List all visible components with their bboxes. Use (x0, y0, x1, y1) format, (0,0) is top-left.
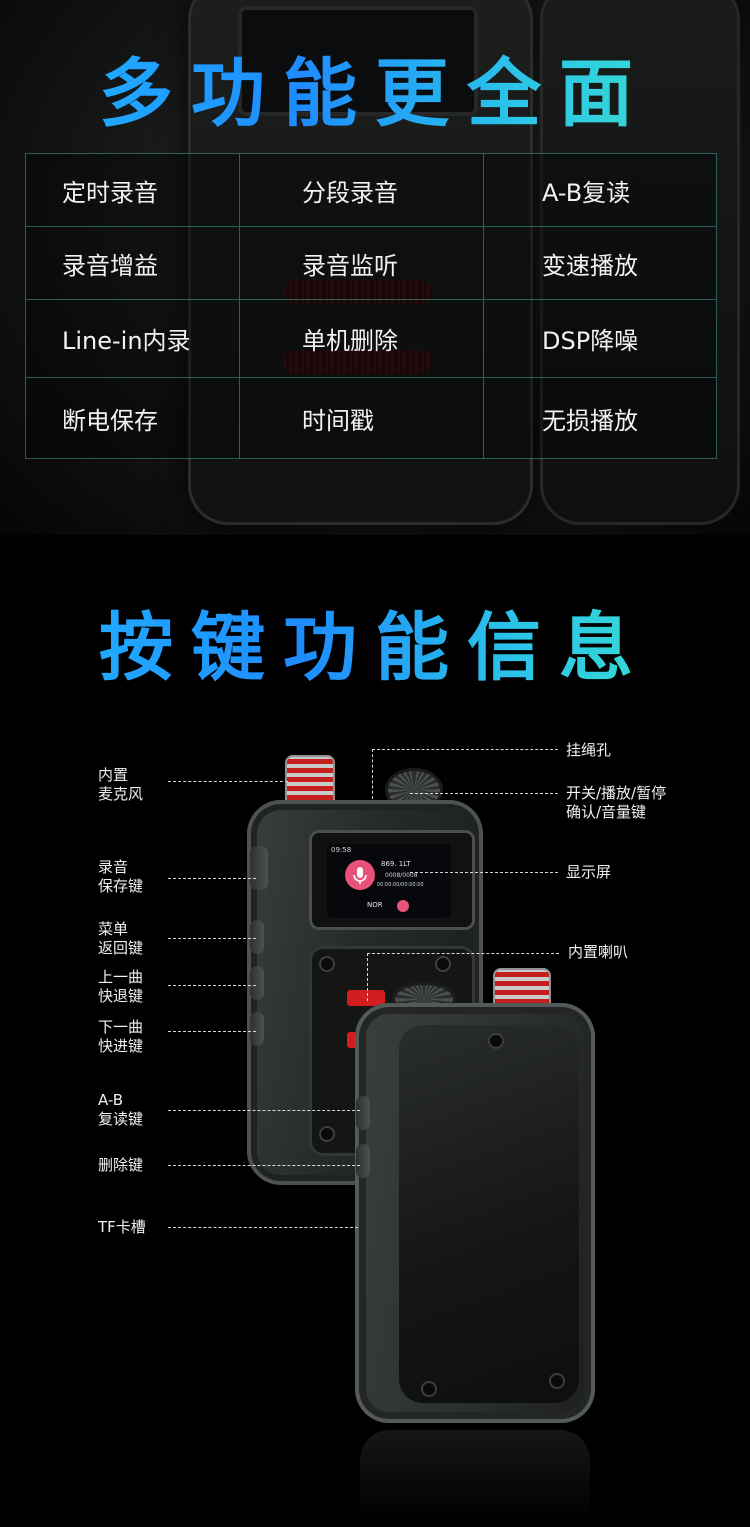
callout-tf-slot: TF卡槽 (98, 1218, 146, 1237)
callout-speaker: 内置喇叭 (568, 943, 628, 962)
callout-lanyard: 挂绳孔 (566, 741, 611, 760)
callout-ab-repeat: A-B 复读键 (98, 1091, 143, 1129)
callout-text: 内置 (98, 766, 129, 784)
feature-cell: DSP降噪 (484, 300, 716, 378)
callout-line (410, 793, 558, 794)
display-frame: 09:58 869. 1LT 0008/0008 00:00:00/00:00:… (309, 830, 475, 930)
callout-power: 开关/播放/暂停 确认/音量键 (566, 784, 666, 822)
callout-menu-back: 菜单 返回键 (98, 920, 143, 958)
callout-text: 下一曲 (98, 1018, 144, 1036)
mic-icon (345, 860, 375, 890)
feature-cell: 变速播放 (484, 227, 716, 300)
feature-cell: 无损播放 (542, 406, 638, 435)
background-speaker-grill (283, 280, 433, 304)
buttons-title: 按键功能信息 (0, 588, 750, 695)
callout-text: 复读键 (98, 1110, 144, 1128)
callout-text: 删除键 (98, 1156, 144, 1174)
callout-text: 菜单 (98, 920, 129, 938)
recorder-device-front (355, 1003, 595, 1423)
callout-record-save: 录音 保存键 (98, 858, 143, 896)
screw (551, 1375, 563, 1387)
background-device-back (540, 0, 740, 525)
callout-line (168, 878, 256, 879)
callout-line (168, 1031, 256, 1032)
callout-text: 麦克风 (98, 785, 144, 803)
callout-text: 开关/播放/暂停 (566, 784, 667, 802)
callout-text: 返回键 (98, 939, 144, 957)
callout-display: 显示屏 (566, 863, 611, 882)
callout-line (168, 1227, 358, 1228)
callout-text: 内置喇叭 (568, 943, 629, 961)
callout-line (410, 872, 558, 873)
background-device-screen (238, 6, 478, 116)
callout-text: 挂绳孔 (566, 741, 612, 759)
callout-line (372, 749, 373, 799)
callout-line (168, 985, 256, 986)
next-forward-button (250, 1012, 264, 1046)
feature-cell: 断电保存 (26, 378, 240, 458)
record-save-button (250, 846, 268, 890)
feature-cell: A-B复读 (484, 154, 716, 227)
screw (423, 1383, 435, 1395)
callout-line (168, 938, 256, 939)
callout-line (168, 1165, 360, 1166)
device-face (399, 1025, 579, 1403)
lanyard-hole (490, 1035, 502, 1047)
feature-cell: 录音增益 (26, 227, 240, 300)
background-speaker-grill (283, 350, 433, 374)
callout-text: 显示屏 (566, 863, 612, 881)
callout-line (168, 1110, 360, 1111)
device-reflection (360, 1430, 590, 1520)
microphone-capsule (285, 755, 335, 807)
callout-text: 录音 (98, 858, 129, 876)
screen-counter: 0008/0008 (385, 872, 418, 879)
feature-cell: 录音监听 (240, 227, 484, 300)
callout-text: 确认/音量键 (566, 803, 647, 821)
callout-text: 保存键 (98, 877, 144, 895)
callout-delete: 删除键 (98, 1156, 143, 1175)
callout-prev: 上一曲 快退键 (98, 968, 143, 1006)
screen-elapsed: 00:00:00/00:00:00 (377, 882, 424, 888)
background-device-front (188, 0, 533, 525)
callout-next: 下一曲 快进键 (98, 1018, 143, 1056)
callout-line (367, 953, 368, 1001)
prev-rewind-button (250, 966, 264, 1000)
screw (321, 1128, 333, 1140)
speaker-grill (347, 990, 385, 1006)
callout-line (372, 749, 558, 750)
feature-cell: 单机删除 (240, 300, 484, 378)
features-section: 多功能更全面 定时录音 分段录音 A-B复读 录音增益 录音监听 变速播放 Li… (0, 0, 750, 535)
feature-cell: 时间戳 (240, 378, 484, 458)
screw (437, 958, 449, 970)
callout-text: 快退键 (98, 987, 144, 1005)
display-screen: 09:58 869. 1LT 0008/0008 00:00:00/00:00:… (327, 844, 451, 918)
screen-time: 09:58 (331, 846, 352, 854)
menu-back-button (250, 920, 264, 954)
screen-mode: NOR (367, 901, 383, 909)
feature-cell: Line-in内录 (26, 300, 240, 378)
callout-line (168, 781, 288, 782)
callout-text: TF卡槽 (98, 1218, 146, 1236)
screw (321, 958, 333, 970)
features-title: 多功能更全面 (0, 34, 750, 141)
callout-mic: 内置 麦克风 (98, 766, 143, 804)
callout-text: 快进键 (98, 1037, 144, 1055)
callout-text: 上一曲 (98, 968, 144, 986)
record-indicator (397, 900, 409, 912)
ab-repeat-button (356, 1096, 370, 1130)
callout-text: A-B (98, 1091, 124, 1109)
delete-button (356, 1144, 370, 1178)
callout-line (367, 953, 559, 954)
feature-grid: 定时录音 分段录音 A-B复读 录音增益 录音监听 变速播放 Line-in内录… (25, 153, 717, 459)
feature-cell: 定时录音 (26, 154, 240, 227)
feature-cell: 分段录音 (240, 154, 484, 227)
screen-freq: 869. 1LT (381, 860, 411, 868)
